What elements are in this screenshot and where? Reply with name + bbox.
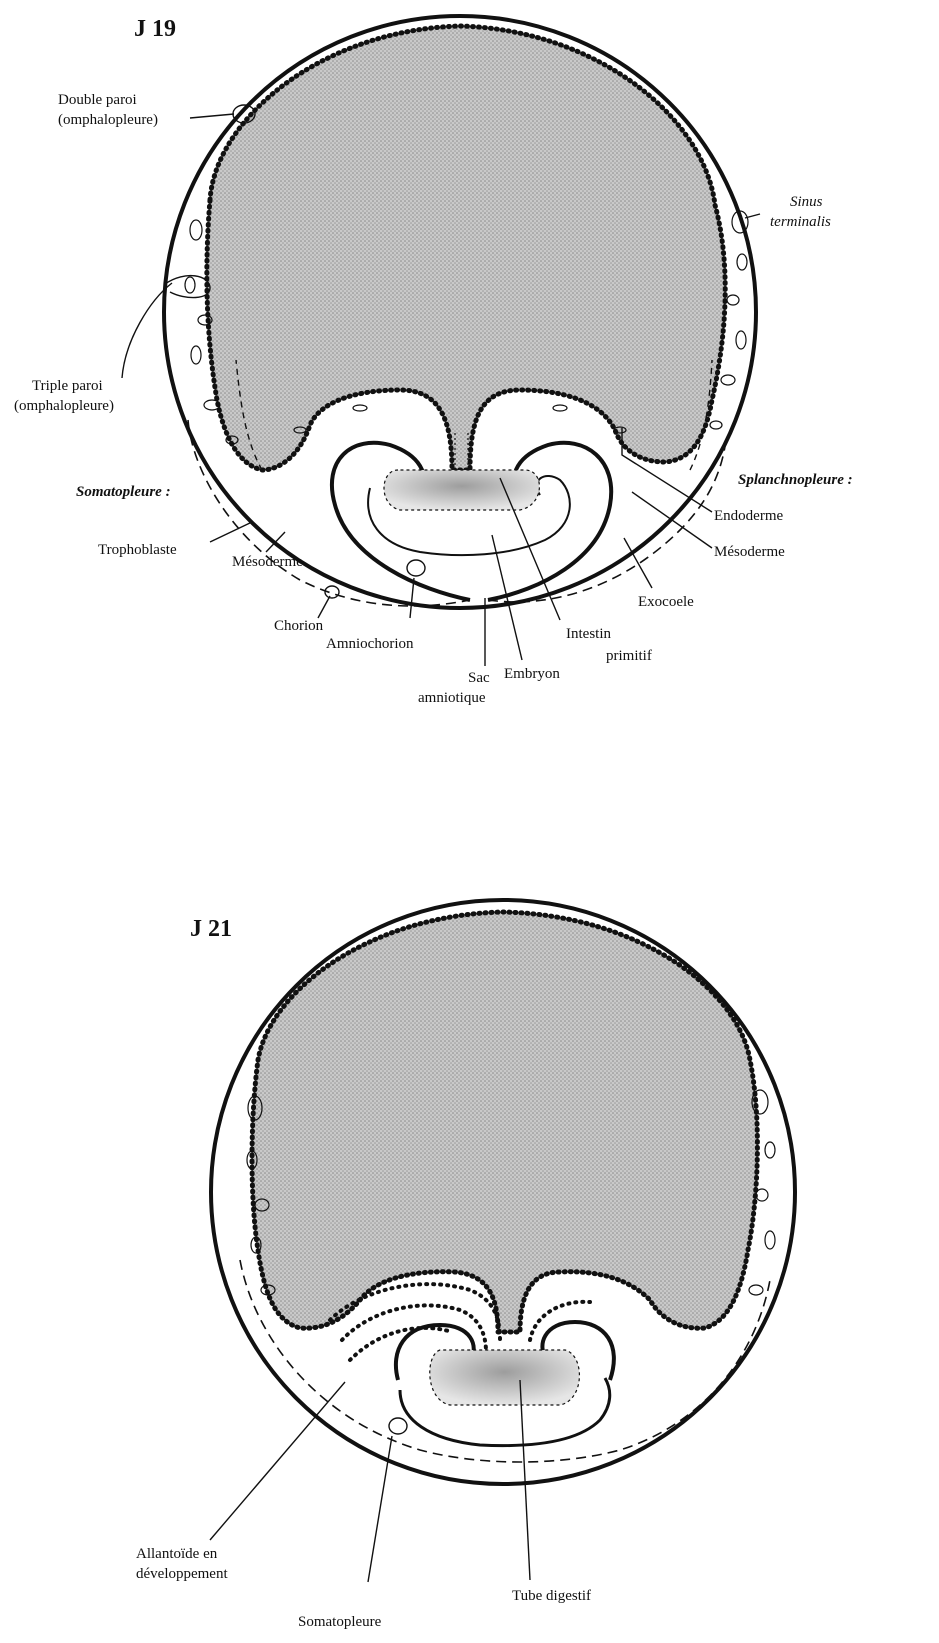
label-triple-paroi: Triple paroi [32,378,103,394]
label-chorion: Chorion [274,618,324,634]
label-allantoide: Allantoïde en [136,1546,218,1562]
label-somatopleure-j21: Somatopleure [298,1614,382,1630]
label-endoderme: Endoderme [714,508,783,524]
label-sinus: Sinus [790,194,823,210]
label-triple-paroi-sub: (omphalopleure) [14,398,114,414]
digestive-tube-j21 [430,1350,580,1405]
label-sinus-terminalis: terminalis [770,214,831,230]
stage-j21: J 21 [136,900,795,1630]
label-double-paroi: Double paroi [58,92,137,108]
label-mesoderme-left: Mésoderme [232,554,303,570]
stage-title-j19: J 19 [134,16,176,42]
label-amniochorion: Amniochorion [326,636,414,652]
label-mesoderme-right: Mésoderme [714,544,785,560]
label-sac-amniotique: amniotique [418,690,486,706]
label-allantoide-dev: développement [136,1566,228,1582]
primitive-gut-j19 [384,470,539,510]
label-embryon: Embryon [504,666,560,682]
label-intestin-primitif: primitif [606,648,652,664]
stage-j19: J 19 [14,16,853,706]
stage-title-j21: J 21 [190,916,232,942]
label-exocoele: Exocoele [638,594,694,610]
label-splanchnopleure-head: Splanchnopleure : [738,472,853,488]
label-tube-digestif: Tube digestif [512,1588,591,1604]
label-trophoblaste: Trophoblaste [98,542,177,558]
label-intestin: Intestin [566,626,611,642]
label-double-paroi-sub: (omphalopleure) [58,112,158,128]
yolk-sac-j21 [252,912,757,1332]
label-somatopleure-head: Somatopleure : [76,484,171,500]
label-sac: Sac [468,670,490,686]
